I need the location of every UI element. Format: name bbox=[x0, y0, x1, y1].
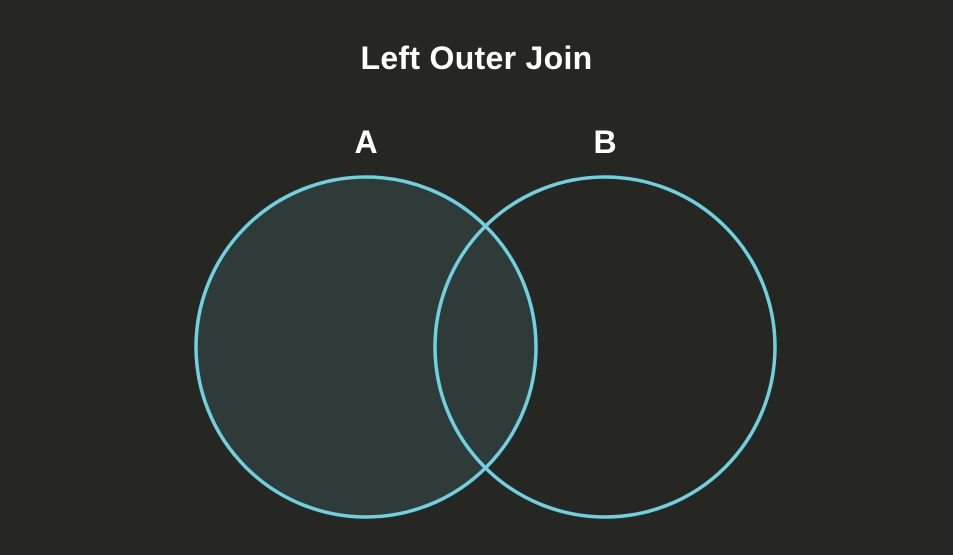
set-a-label: A bbox=[354, 124, 378, 160]
set-a-circle bbox=[194, 175, 538, 519]
diagram-title: Left Outer Join bbox=[360, 40, 593, 76]
set-b-circle bbox=[433, 175, 777, 519]
set-b-label: B bbox=[593, 124, 617, 160]
set-a-fill bbox=[196, 177, 536, 517]
